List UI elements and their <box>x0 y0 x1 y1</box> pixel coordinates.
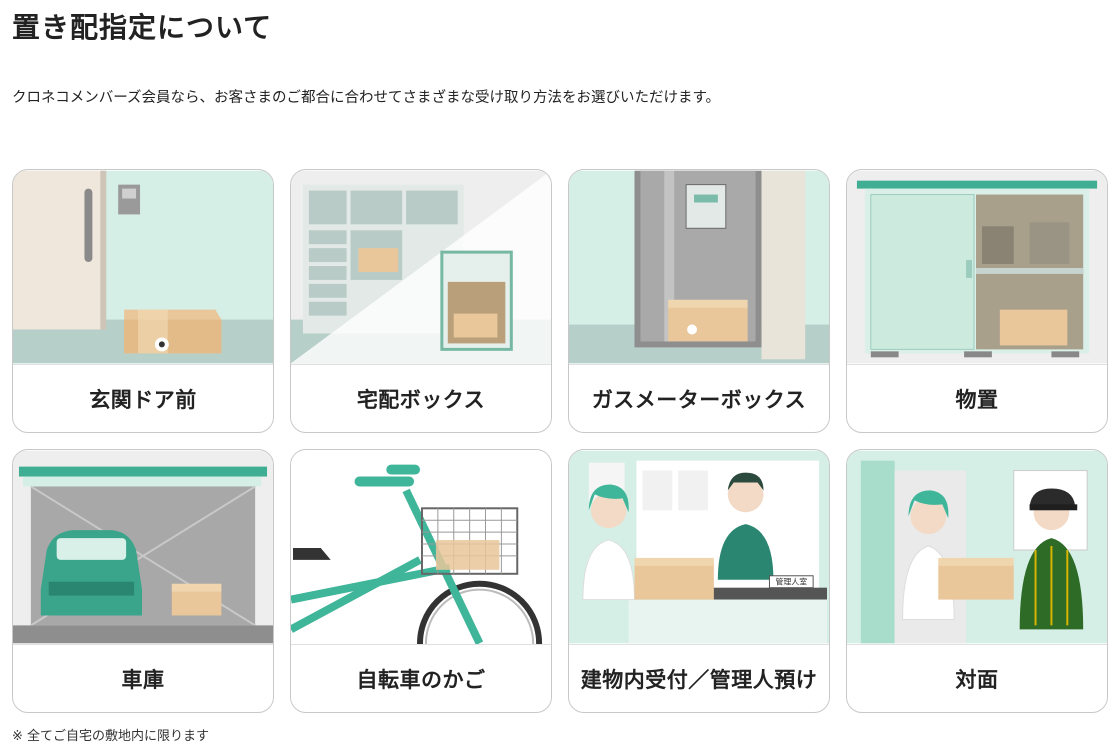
face-to-face-illustration <box>847 450 1107 645</box>
reception-illustration: 管理人室 <box>569 450 829 645</box>
option-card-gas-meter-box[interactable]: ガスメーターボックス <box>568 169 830 433</box>
option-card-storage-shed[interactable]: 物置 <box>846 169 1108 433</box>
delivery-box-illustration <box>291 170 551 365</box>
option-label: 対面 <box>955 667 999 692</box>
option-label: 建物内受付／管理人預け <box>580 667 818 692</box>
delivery-options-grid: 玄関ドア前 宅配ボックス <box>12 169 1108 713</box>
garage-illustration <box>13 450 273 645</box>
option-label: 自転車のかご <box>356 667 486 692</box>
bicycle-basket-illustration <box>291 450 551 645</box>
front-door-illustration <box>13 170 273 365</box>
option-label: 物置 <box>955 387 999 412</box>
option-card-garage[interactable]: 車庫 <box>12 449 274 713</box>
option-card-reception[interactable]: 管理人室 建物内受付／管理人預け <box>568 449 830 713</box>
gas-meter-box-illustration <box>569 170 829 365</box>
storage-shed-illustration <box>847 170 1107 365</box>
intro-text: クロネコメンバーズ会員なら、お客さまのご都合に合わせてさまざまな受け取り方法をお… <box>12 90 721 106</box>
option-card-delivery-box[interactable]: 宅配ボックス <box>290 169 552 433</box>
option-card-front-door[interactable]: 玄関ドア前 <box>12 169 274 433</box>
page-title: 置き配指定について <box>12 11 273 44</box>
option-label: 宅配ボックス <box>356 387 486 412</box>
option-label: 玄関ドア前 <box>89 387 197 412</box>
parcel-sign-text: 管理人室 <box>775 577 807 587</box>
option-card-face-to-face[interactable]: 対面 <box>846 449 1108 713</box>
option-card-bicycle-basket[interactable]: 自転車のかご <box>290 449 552 713</box>
option-label: 車庫 <box>121 667 165 692</box>
option-label: ガスメーターボックス <box>591 387 807 412</box>
